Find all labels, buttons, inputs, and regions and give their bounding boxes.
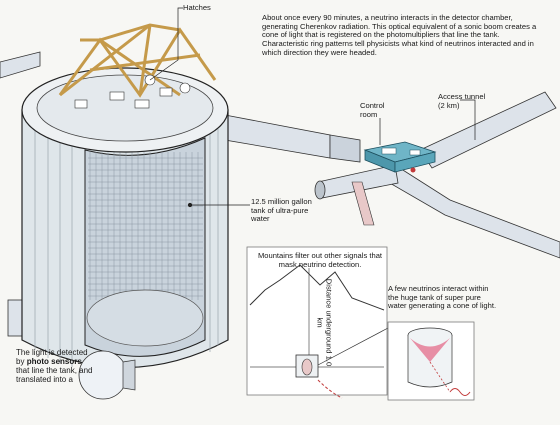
mountains-caption: Mountains filter out other signals that … (257, 251, 383, 269)
access-tunnel (224, 91, 560, 259)
water-tank (21, 67, 229, 368)
tank-label: 12.5 million gallon tank of ultra-pure w… (251, 197, 312, 223)
roof-truss (58, 23, 217, 98)
photo-sensor-term: photo sensors (26, 357, 82, 366)
distance-label: Distance underground 1.0 km (316, 278, 334, 367)
intro-paragraph: About once every 90 minutes, a neutrino … (262, 13, 537, 57)
leader-lines (149, 7, 476, 208)
access-tunnel-label: Access tunnel (2 km) (438, 92, 486, 110)
photo-sensor-caption-suffix: that line the tank, and translated into … (16, 366, 93, 384)
mountain-panel (246, 246, 389, 399)
neutrino-panel (387, 321, 475, 401)
photo-sensor-caption-prefix: The light is detected by (16, 348, 88, 366)
neutrino-caption: A few neutrinos interact within the huge… (388, 284, 497, 310)
photo-sensor-caption: The light is detected by photo sensors t… (16, 348, 94, 384)
pipe (0, 51, 41, 79)
photo-sensor-bulb (78, 350, 136, 400)
control-room-label: Control room (360, 101, 385, 119)
hatches-label: Hatches (183, 3, 211, 12)
control-room (363, 141, 437, 173)
hatches (74, 74, 191, 109)
